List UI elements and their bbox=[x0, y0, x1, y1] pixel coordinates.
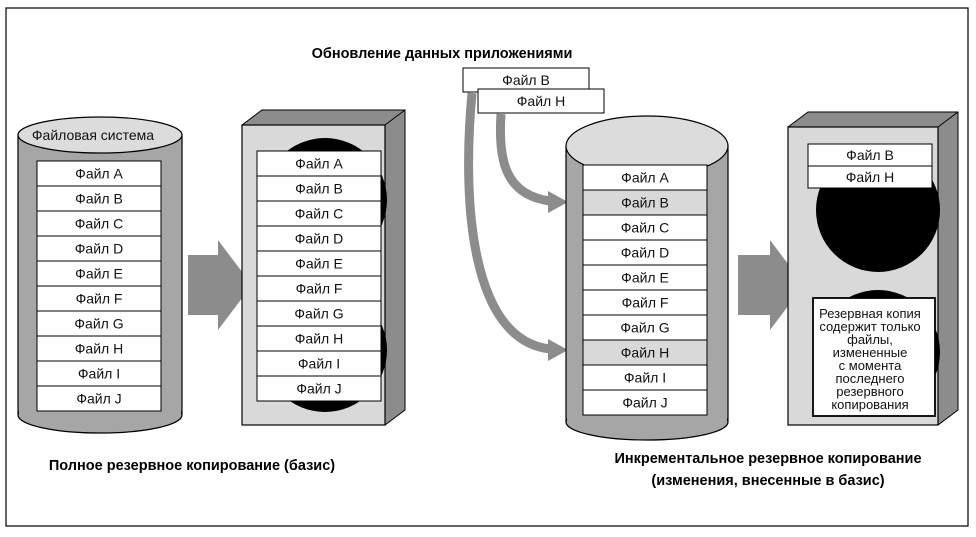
full-backup-file-row bbox=[256, 150, 382, 177]
updated-file-label: Файл F bbox=[622, 295, 669, 311]
updated-file-row bbox=[582, 189, 708, 216]
filesystem-file-label: Файл B bbox=[75, 191, 123, 207]
updated-file-b bbox=[462, 67, 590, 93]
incremental-note-line: файлы, bbox=[847, 332, 893, 347]
incremental-note-line: измененные bbox=[833, 345, 908, 360]
full-backup-file-row bbox=[256, 175, 382, 202]
incremental-note-line: последнего bbox=[836, 371, 905, 386]
filesystem-file-label: Файл F bbox=[76, 291, 123, 307]
updated-file-row bbox=[582, 389, 708, 416]
incremental-caption-line2: (изменения, внесенные в базис) bbox=[651, 473, 884, 489]
incremental-note-line: Резервная копия bbox=[819, 306, 921, 321]
filesystem-file-row bbox=[36, 335, 162, 362]
updated-file-row bbox=[582, 339, 708, 366]
filesystem-file-row bbox=[36, 385, 162, 412]
full-backup-file-list: Файл A Файл B Файл C Файл D Файл E Файл F Файл… bbox=[256, 150, 382, 402]
full-backup-caption: Полное резервное копирование (базис) bbox=[49, 458, 335, 474]
arrow-right-icon bbox=[738, 240, 804, 330]
filesystem-file-row bbox=[36, 160, 162, 187]
incremental-file-h bbox=[807, 165, 933, 189]
full-backup-file-row bbox=[256, 300, 382, 327]
filesystem-file-label: Файл C bbox=[75, 216, 123, 232]
arrow-right-icon bbox=[188, 240, 252, 330]
full-backup-file-label: Файл B bbox=[295, 181, 343, 197]
updated-file-label: Файл A bbox=[621, 170, 669, 186]
full-backup-file-row bbox=[256, 200, 382, 227]
full-backup-file-row bbox=[256, 225, 382, 252]
full-backup-file-label: Файл H bbox=[295, 331, 343, 347]
incremental-file-b-label: Файл B bbox=[846, 147, 894, 163]
filesystem-file-row bbox=[36, 260, 162, 287]
full-backup-file-label: Файл I bbox=[298, 356, 340, 372]
top-caption: Обновление данных приложениями bbox=[312, 46, 573, 62]
updated-file-h-label: Файл H bbox=[517, 93, 565, 109]
updated-file-label: Файл B bbox=[621, 195, 669, 211]
incremental-note-line: копирования bbox=[831, 397, 908, 412]
updated-file-label: Файл D bbox=[621, 245, 669, 261]
full-backup-file-label: Файл F bbox=[296, 281, 343, 297]
updated-file-label: Файл J bbox=[622, 395, 667, 411]
full-backup-file-label: Файл G bbox=[294, 306, 343, 322]
full-backup-file-label: Файл D bbox=[295, 231, 343, 247]
updated-file-label: Файл E bbox=[621, 270, 669, 286]
filesystem-file-label: Файл H bbox=[75, 341, 123, 357]
filesystem-file-label: Файл D bbox=[75, 241, 123, 257]
filesystem-file-row bbox=[36, 185, 162, 212]
updated-file-row bbox=[582, 239, 708, 266]
updated-file-label: Файл I bbox=[624, 370, 666, 386]
filesystem-file-label: Файл G bbox=[74, 316, 123, 332]
filesystem-file-list: Файл A Файл B Файл C Файл D Файл E Файл F Файл… bbox=[36, 160, 162, 412]
filesystem-file-row bbox=[36, 210, 162, 237]
filesystem-file-label: Файл E bbox=[75, 266, 123, 282]
updated-file-h bbox=[477, 88, 605, 114]
filesystem-file-row bbox=[36, 360, 162, 387]
full-backup-file-row bbox=[256, 275, 382, 302]
arrow-head-icon bbox=[548, 191, 568, 213]
filesystem-file-label: Файл J bbox=[76, 391, 121, 407]
incremental-caption-line1: Инкрементальное резервное копирование bbox=[614, 451, 921, 467]
updated-file-label: Файл G bbox=[620, 320, 669, 336]
full-backup-file-row bbox=[256, 250, 382, 277]
incremental-file-h-label: Файл H bbox=[846, 169, 894, 185]
filesystem-file-row bbox=[36, 310, 162, 337]
filesystem-file-label: Файл I bbox=[78, 366, 120, 382]
incremental-note-line: с момента bbox=[839, 358, 902, 373]
filesystem-label: Файловая система bbox=[32, 127, 154, 143]
incremental-note-box bbox=[812, 297, 936, 417]
incremental-note-line: резервного bbox=[836, 384, 903, 399]
updated-file-row bbox=[582, 364, 708, 391]
full-backup-file-label: Файл E bbox=[295, 256, 343, 272]
filesystem-file-row bbox=[36, 235, 162, 262]
updated-file-label: Файл H bbox=[621, 345, 669, 361]
updated-file-b-label: Файл B bbox=[502, 72, 550, 88]
updated-file-row bbox=[582, 314, 708, 341]
full-backup-file-label: Файл C bbox=[295, 206, 343, 222]
update-arrow-b bbox=[495, 113, 551, 206]
full-backup-file-label: Файл A bbox=[295, 156, 343, 172]
updated-file-label: Файл C bbox=[621, 220, 669, 236]
cylinder-top bbox=[17, 116, 183, 154]
filesystem-file-label: Файл A bbox=[75, 166, 123, 182]
arrow-head-icon bbox=[548, 339, 568, 361]
updated-file-list: Файл A Файл B Файл C Файл D Файл E Файл F Файл… bbox=[582, 164, 708, 416]
updated-files-stack: Файл B Файл H bbox=[462, 67, 605, 114]
full-backup-file-label: Файл J bbox=[296, 381, 341, 397]
full-backup-file-row bbox=[256, 375, 382, 402]
incremental-note-line: содержит только bbox=[819, 319, 920, 334]
update-arrow-h bbox=[464, 92, 551, 354]
filesystem-file-row bbox=[36, 285, 162, 312]
updated-file-row bbox=[582, 289, 708, 316]
full-backup-file-row bbox=[256, 350, 382, 377]
